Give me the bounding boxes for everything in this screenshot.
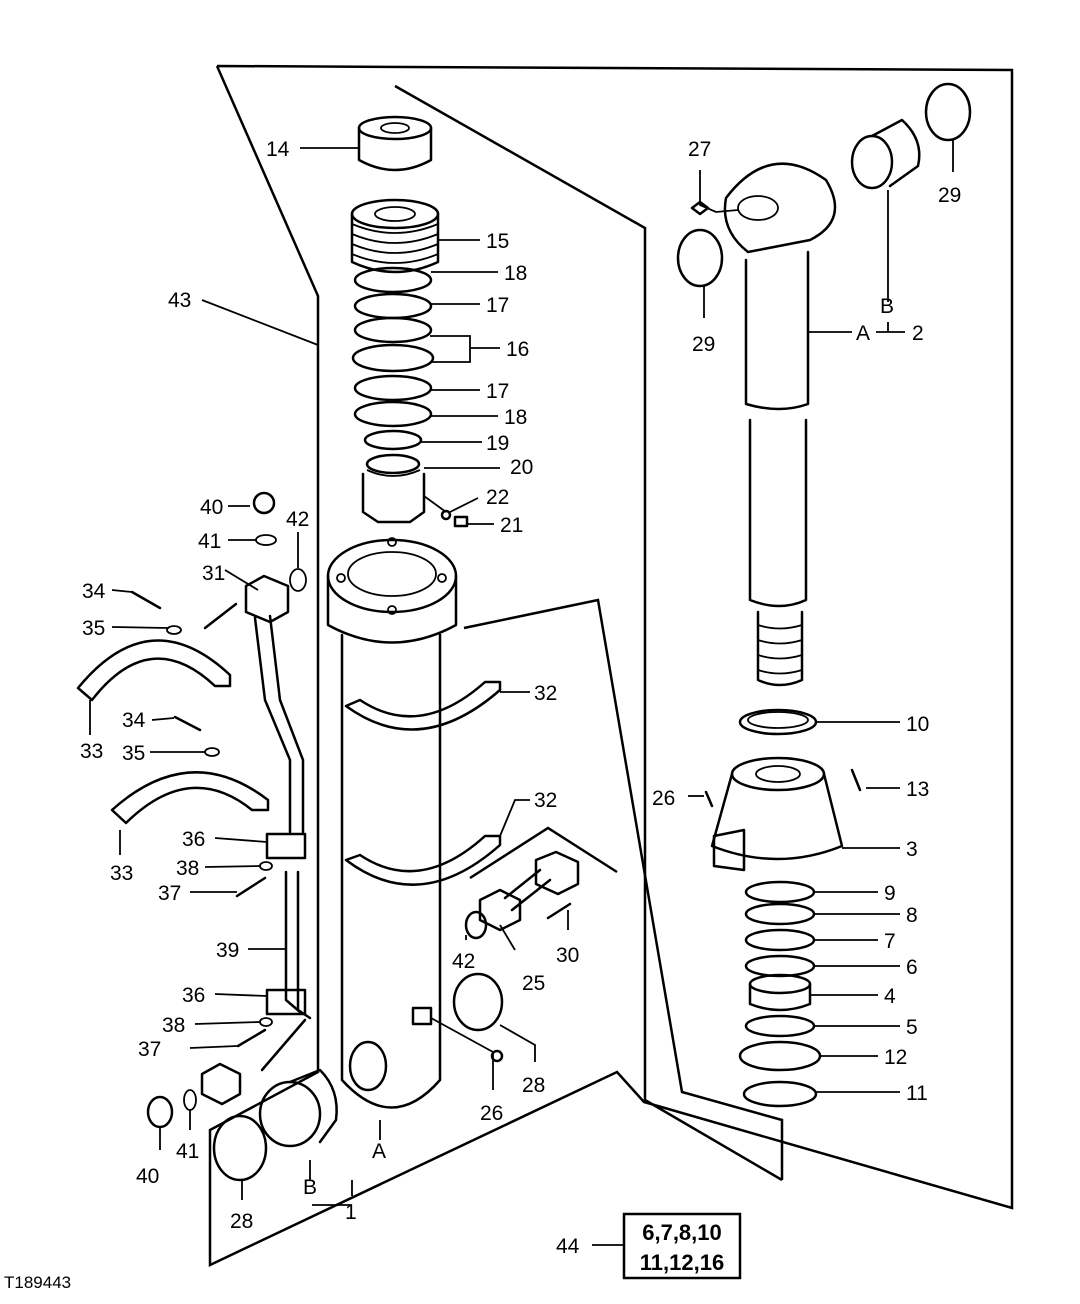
callout-c39: 39 xyxy=(216,939,239,962)
callout-c28b: 28 xyxy=(522,1074,545,1097)
ball-22-setscrew-21 xyxy=(440,509,469,528)
kit-line-1: 6,7,8,10 xyxy=(642,1220,722,1245)
callout-c32a: 32 xyxy=(534,682,557,705)
seal-10 xyxy=(738,708,818,736)
clamp-32-upper xyxy=(344,680,502,731)
nut-20 xyxy=(361,453,426,524)
plug-40-lower xyxy=(146,1089,197,1129)
callout-c9: 9 xyxy=(884,882,896,905)
callout-c21: 21 xyxy=(500,514,523,537)
callout-c36a: 36 xyxy=(182,828,205,851)
group-border-43 xyxy=(208,64,1014,1267)
callout-c36b: 36 xyxy=(182,984,205,1007)
callout-c31: 31 xyxy=(202,562,225,585)
clamp-33-lower xyxy=(110,771,270,825)
callout-c42b: 42 xyxy=(452,950,475,973)
callout-c26b: 26 xyxy=(652,787,675,810)
callout-c44: 44 xyxy=(556,1235,580,1258)
callout-c42a: 42 xyxy=(286,508,309,531)
callout-c18b: 18 xyxy=(504,406,527,429)
callout-c16: 16 xyxy=(506,338,529,361)
ref-b-rod: B xyxy=(880,295,894,318)
rod-eye-2 xyxy=(690,162,837,687)
callout-c28a: 28 xyxy=(230,1210,253,1233)
callout-c38b: 38 xyxy=(162,1014,185,1037)
inner-group-border xyxy=(469,826,618,880)
callout-c25: 25 xyxy=(522,972,545,995)
pipe-25 xyxy=(464,850,580,1063)
callout-c41a: 41 xyxy=(198,530,221,553)
clamp-32-lower xyxy=(344,834,502,886)
bushings-28 xyxy=(212,972,504,1182)
callout-c17a: 17 xyxy=(486,294,509,317)
rod-group-border xyxy=(394,84,783,1182)
tube-assembly-39 xyxy=(200,491,312,1106)
ref-b-barrel: B xyxy=(303,1176,317,1199)
callout-c38a: 38 xyxy=(176,857,199,880)
callout-c37a: 37 xyxy=(158,882,181,905)
callout-c1: 1 xyxy=(345,1201,357,1224)
callout-c33a: 33 xyxy=(80,740,103,763)
callout-c13: 13 xyxy=(906,778,929,801)
callout-c17b: 17 xyxy=(486,380,509,403)
seal-rings-16-19 xyxy=(351,266,435,451)
clamp-33-upper xyxy=(76,639,232,702)
callout-c43: 43 xyxy=(168,289,191,312)
kit-line-2: 11,12,16 xyxy=(640,1250,724,1275)
callout-c2: 2 xyxy=(912,322,924,345)
callout-c20: 20 xyxy=(510,456,533,479)
leader-lines xyxy=(89,140,954,1246)
callout-c26a: 26 xyxy=(480,1102,503,1125)
callout-c27: 27 xyxy=(688,138,711,161)
callout-c5: 5 xyxy=(906,1016,918,1039)
piston-15 xyxy=(350,198,440,274)
callout-c33b: 33 xyxy=(110,862,133,885)
callout-c30: 30 xyxy=(556,944,579,967)
bushing-rings-29 xyxy=(676,82,972,288)
figure-id: T189443 xyxy=(4,1273,71,1292)
callout-c40a: 40 xyxy=(200,496,223,519)
callout-c7: 7 xyxy=(884,930,896,953)
callout-c29a: 29 xyxy=(692,333,715,356)
callout-c37b: 37 xyxy=(138,1038,161,1061)
ref-a-rod: A xyxy=(856,322,870,345)
callout-c34a: 34 xyxy=(82,580,106,603)
callout-c34b: 34 xyxy=(122,709,146,732)
callout-labels: 1415181716171819202221434042413134353334… xyxy=(80,138,961,1258)
kit-box-44: 6,7,8,10 11,12,16 xyxy=(622,1212,742,1280)
gland-group-border xyxy=(463,598,784,1180)
callout-c40b: 40 xyxy=(136,1165,159,1188)
callout-c8: 8 xyxy=(906,904,918,927)
callout-c32b: 32 xyxy=(534,789,557,812)
callout-c11: 11 xyxy=(906,1082,928,1105)
callout-c15: 15 xyxy=(486,230,509,253)
ref-a-barrel: A xyxy=(372,1140,386,1163)
callout-c35b: 35 xyxy=(122,742,145,765)
callout-c19: 19 xyxy=(486,432,509,455)
barrel-1 xyxy=(326,537,458,1109)
stop-ring-14 xyxy=(357,115,433,172)
gland-3 xyxy=(704,756,862,872)
callout-c29b: 29 xyxy=(938,184,961,207)
callout-c41b: 41 xyxy=(176,1140,199,1163)
callout-c6: 6 xyxy=(906,956,918,979)
seal-stack-4-12 xyxy=(738,880,822,1108)
callout-c10: 10 xyxy=(906,713,929,736)
callout-c35a: 35 xyxy=(82,617,105,640)
callout-c22: 22 xyxy=(486,486,509,509)
callout-c18a: 18 xyxy=(504,262,527,285)
callout-c4: 4 xyxy=(884,985,896,1008)
callout-c14: 14 xyxy=(266,138,290,161)
callout-c12: 12 xyxy=(884,1046,907,1069)
callout-c3: 3 xyxy=(906,838,918,861)
bolts-34-35 xyxy=(130,590,220,757)
